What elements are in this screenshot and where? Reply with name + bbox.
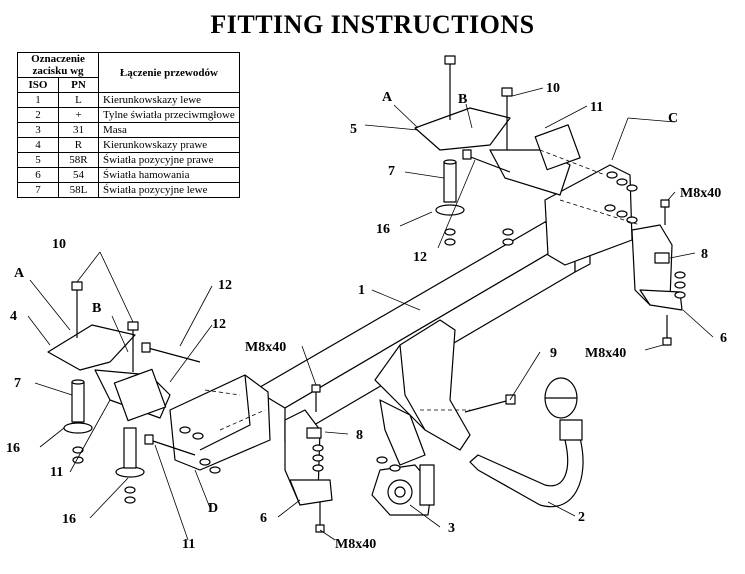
callout-a-left: A xyxy=(14,266,25,281)
callout-16-lower: 16 xyxy=(62,512,76,527)
bolt-12-right xyxy=(462,149,511,173)
callout-16-left: 16 xyxy=(6,441,20,456)
callout-m8-top: M8x40 xyxy=(245,340,286,355)
callout-m8-bottom: M8x40 xyxy=(335,537,376,552)
callout-m8-right-top: M8x40 xyxy=(680,186,721,201)
callout-10-right: 10 xyxy=(546,81,560,96)
wiring-desc: Kierunkowskazy prawe xyxy=(98,137,240,153)
wiring-pn: + xyxy=(57,107,100,123)
left-arm-plate xyxy=(47,324,171,422)
hook-mount-bracket xyxy=(374,319,471,466)
callout-8-right: 8 xyxy=(701,247,708,262)
bolt-10-top-b xyxy=(501,87,513,150)
spacer-tube-left xyxy=(71,379,85,423)
wiring-header-pn: PN xyxy=(57,77,100,93)
wiring-desc: Światła pozycyjne prawe xyxy=(98,152,240,168)
left-side-bracket xyxy=(169,374,271,471)
right-arm-plate xyxy=(414,107,581,196)
wiring-header-desc: Łączenie przewodów xyxy=(98,52,240,93)
bolt-10-top-a xyxy=(444,55,456,120)
callout-9: 9 xyxy=(550,346,557,361)
bolt-m8-bottom xyxy=(315,502,325,533)
wiring-header-group: Oznaczenie zacisku wg xyxy=(17,52,99,78)
callout-12-left-top: 12 xyxy=(218,278,232,293)
callout-12-left: 12 xyxy=(212,317,226,332)
callout-c: C xyxy=(668,111,678,126)
callout-a-right: A xyxy=(382,90,393,105)
spacer-tube-lower xyxy=(123,427,137,469)
washer-16-right xyxy=(435,204,465,216)
bolt-11-lower xyxy=(144,434,196,456)
tow-ball-neck xyxy=(469,377,584,508)
wiring-pn: 58L xyxy=(57,182,100,198)
nut-8-left xyxy=(306,427,322,439)
callout-1: 1 xyxy=(358,283,365,298)
bolt-12-left xyxy=(141,342,201,363)
callout-11-lower: 11 xyxy=(182,537,195,552)
callout-11-right: 11 xyxy=(590,100,603,115)
page-title: FITTING INSTRUCTIONS xyxy=(210,10,535,39)
wiring-desc: Światła hamowania xyxy=(98,167,240,183)
bolt-m8-right-top xyxy=(660,199,670,225)
callout-12-right: 12 xyxy=(413,250,427,265)
bolt-10-left xyxy=(71,281,83,338)
washer-stack-left xyxy=(72,426,324,504)
callout-b-left: B xyxy=(92,301,101,316)
callout-7-left: 7 xyxy=(14,376,21,391)
callout-6-left: 6 xyxy=(260,511,267,526)
wiring-desc: Światła pozycyjne lewe xyxy=(98,182,240,198)
callout-b-right: B xyxy=(458,92,467,107)
callout-7-right: 7 xyxy=(388,164,395,179)
left-corner-bracket xyxy=(284,409,333,506)
callout-d: D xyxy=(208,501,218,516)
callout-8-left: 8 xyxy=(356,428,363,443)
callout-2: 2 xyxy=(578,510,585,525)
washer-stack-right xyxy=(376,171,686,472)
nut-8-right xyxy=(654,252,670,264)
callout-3: 3 xyxy=(448,521,455,536)
callout-5: 5 xyxy=(350,122,357,137)
right-corner-bracket xyxy=(631,224,683,311)
wiring-header-row: Oznaczenie zacisku wg Łączenie przewodów xyxy=(17,52,240,93)
callout-11-left: 11 xyxy=(50,465,63,480)
bolt-10-mid xyxy=(127,321,139,372)
spacer-tube-right xyxy=(443,159,457,203)
bolt-m8-right-bottom xyxy=(662,315,672,346)
callout-10-left: 10 xyxy=(52,237,66,252)
wiring-table: Oznaczenie zacisku wg Łączenie przewodów… xyxy=(17,52,240,198)
washer-16-left xyxy=(63,422,93,434)
callout-m8-right-bottom: M8x40 xyxy=(585,346,626,361)
callout-4: 4 xyxy=(10,309,17,324)
bolt-9 xyxy=(464,394,516,413)
socket-plate xyxy=(371,464,435,516)
wiring-pn: 58R xyxy=(57,152,100,168)
callout-16-right: 16 xyxy=(376,222,390,237)
callout-6-right: 6 xyxy=(720,331,727,346)
